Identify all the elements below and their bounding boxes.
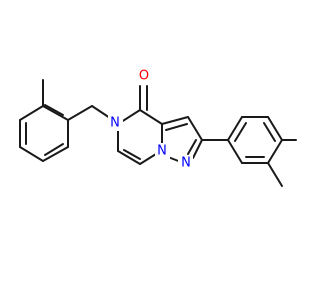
bond-dm-methyl-meta	[267, 162, 283, 187]
bond-bz-5	[42, 146, 69, 162]
oxygen-label: O	[139, 69, 149, 84]
bond-bz-1-double	[44, 104, 64, 116]
nitrogen-bridge-atom: N	[155, 143, 170, 159]
bond-dm-1-double	[234, 122, 247, 142]
bond-c3a-c3-double	[165, 123, 188, 131]
bond-bz-2	[19, 105, 44, 121]
nitrogen-pyrazole-atom: N	[178, 155, 193, 171]
bond-bz-5-double	[44, 143, 64, 156]
bond-c3a-c3	[161, 116, 189, 125]
bond-dm-3-double	[263, 122, 276, 142]
oxygen-atom: O	[136, 68, 151, 84]
bond-dm-4	[267, 139, 283, 164]
bond-c3a-c4	[139, 109, 163, 125]
atom-label-layer: O N N N	[108, 68, 193, 171]
bond-dm-6	[227, 139, 243, 164]
nitrogen-ring-label: N	[110, 116, 120, 131]
nitrogen-pyrazole-label: N	[181, 156, 191, 171]
bond-layer	[19, 79, 297, 187]
bond-ch2-ar	[67, 105, 93, 121]
bond-c2-n1-double	[187, 139, 197, 155]
bond-bz-4	[19, 146, 44, 162]
nitrogen-ring-atom: N	[108, 115, 123, 131]
bond-n5-ch2	[91, 105, 111, 119]
nitrogen-bridge-label: N	[157, 144, 167, 159]
bond-c7-n8	[139, 153, 157, 165]
bond-c2-n1	[192, 139, 203, 159]
bond-dm-3	[267, 116, 283, 141]
bond-c3-c2	[187, 116, 203, 141]
bond-dm-1	[227, 116, 243, 141]
molecule-structure: O N N N	[19, 68, 297, 187]
bond-c6-c7	[117, 150, 141, 165]
bond-c6-c7-double	[123, 149, 141, 160]
bond-bz-1	[42, 105, 69, 121]
